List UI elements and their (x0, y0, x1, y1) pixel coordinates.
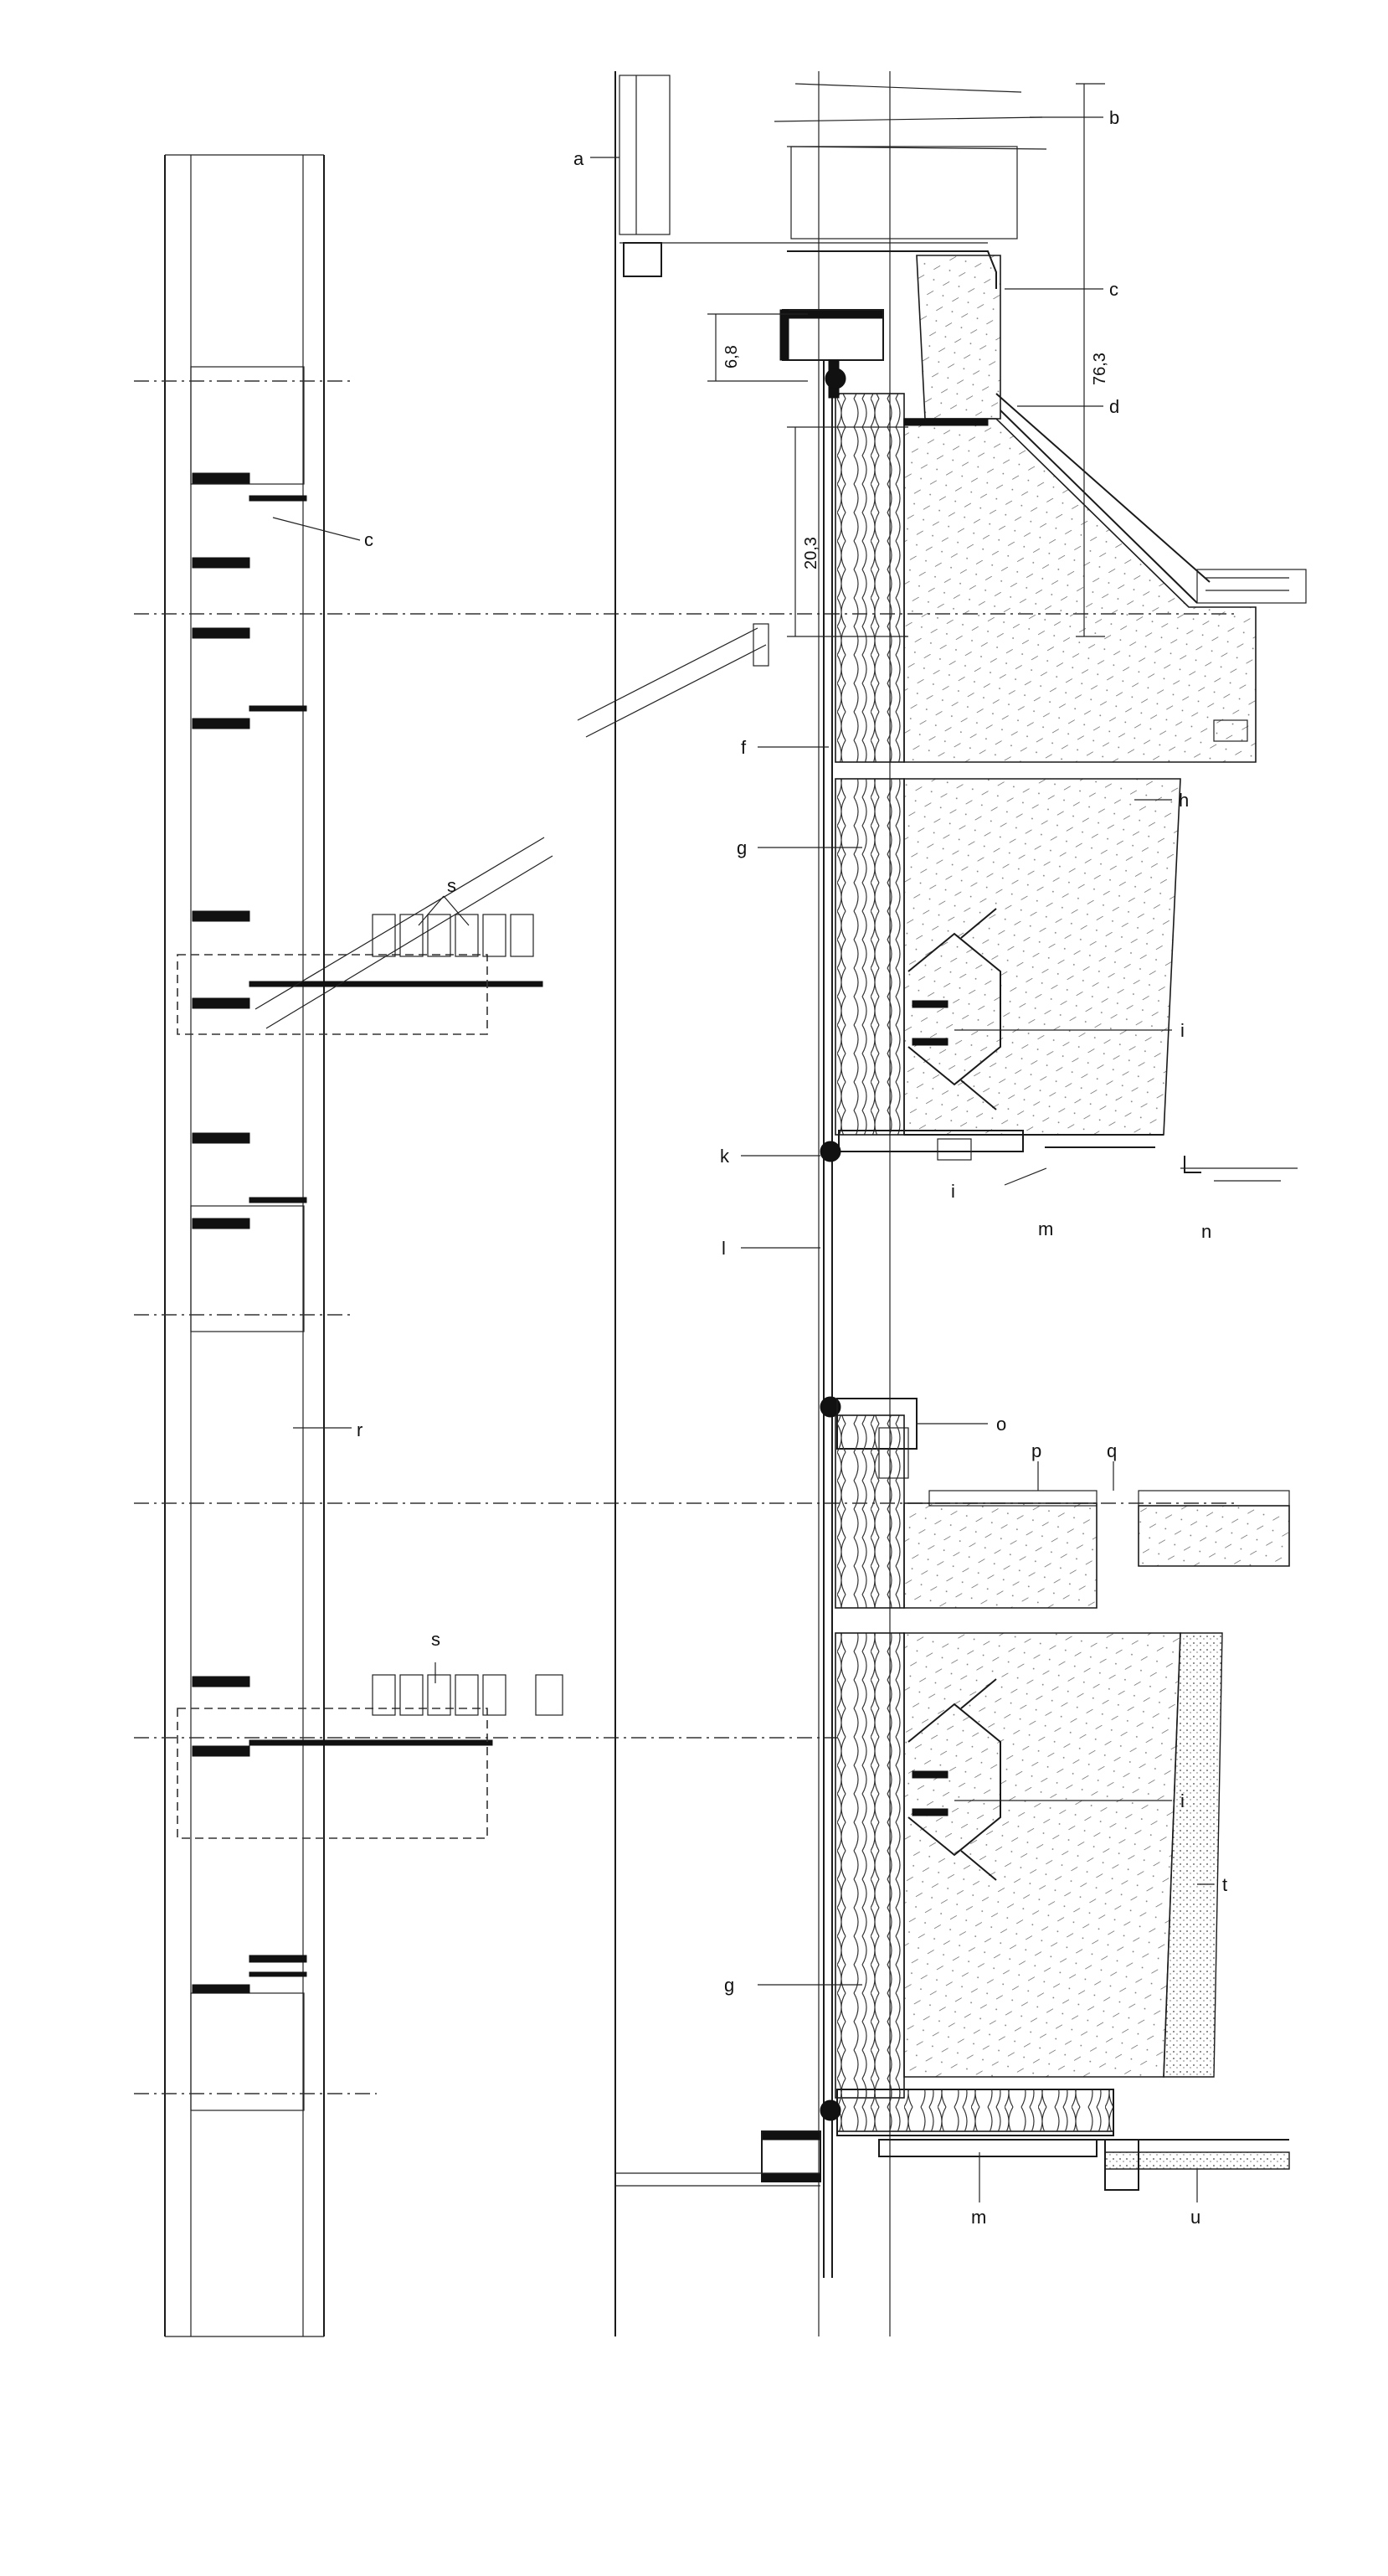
leader-lines (590, 116, 1281, 2202)
label-d: d (1109, 396, 1119, 417)
label-s-lower: s (431, 1629, 440, 1650)
label-q: q (1107, 1440, 1117, 1461)
label-s-upper: s (447, 875, 456, 896)
plan-strip (134, 154, 1239, 2337)
dimension-20-3: 20,3 (802, 537, 820, 569)
slats-lower (372, 1674, 563, 1716)
label-m: m (1038, 1218, 1053, 1239)
label-t: t (1222, 1874, 1227, 1895)
dimension-lines (707, 83, 1105, 637)
slats-upper (254, 837, 553, 1029)
label-g-lower: g (724, 1975, 734, 1996)
label-o: o (996, 1414, 1006, 1435)
label-i-small: i (951, 1181, 955, 1202)
label-l: l (722, 1238, 726, 1259)
callout-labels: a b c c d f g h i i k l m n o p q r s s … (357, 107, 1227, 2228)
label-u: u (1190, 2207, 1200, 2228)
wall-section (577, 71, 1307, 2336)
label-m-lower: m (971, 2207, 986, 2228)
dimension-76-3: 76,3 (1091, 353, 1109, 385)
dimension-6-8: 6,8 (722, 345, 741, 368)
label-k: k (720, 1146, 730, 1167)
label-i-lower: i (1180, 1790, 1185, 1811)
label-f: f (741, 737, 747, 758)
label-c: c (1109, 279, 1118, 300)
label-n: n (1201, 1221, 1211, 1242)
label-i: i (1180, 1020, 1185, 1041)
label-h: h (1179, 790, 1189, 811)
label-a: a (573, 148, 584, 169)
label-r: r (357, 1419, 362, 1440)
label-g: g (737, 837, 747, 858)
label-c-plan: c (364, 529, 373, 550)
label-p: p (1031, 1440, 1041, 1461)
label-b: b (1109, 107, 1119, 128)
